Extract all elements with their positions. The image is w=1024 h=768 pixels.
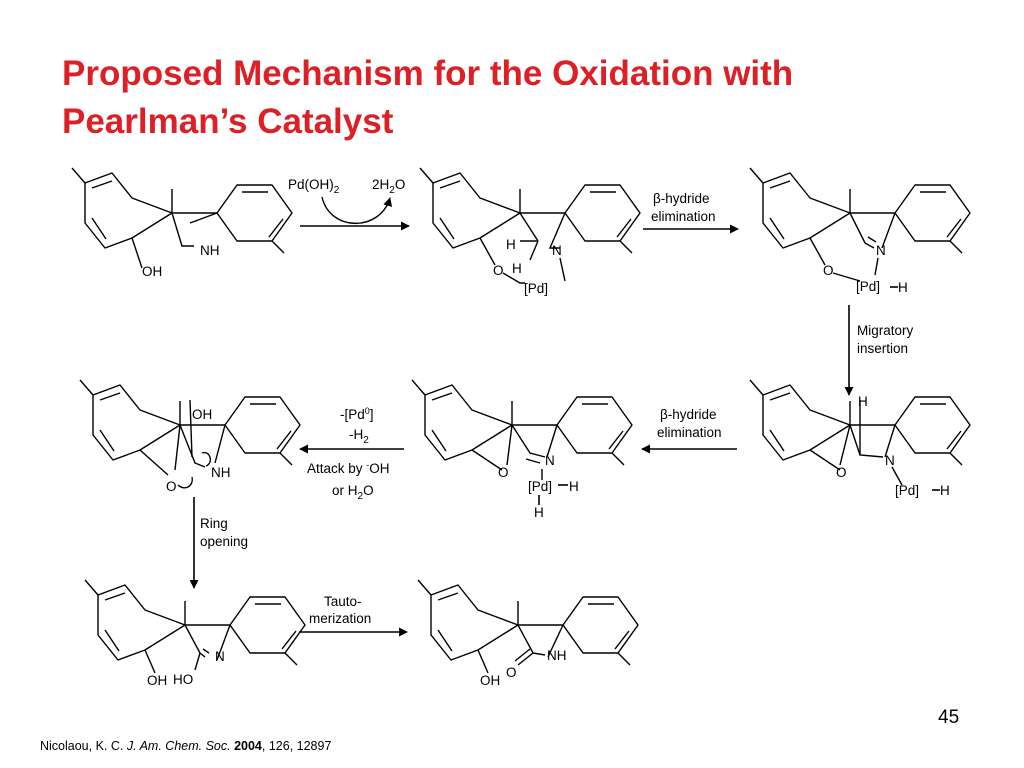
structure-7: N HO OH bbox=[84, 579, 306, 688]
atom-h-5b: H bbox=[534, 505, 544, 520]
atom-o-3: O bbox=[823, 263, 834, 278]
atom-pd-2: [Pd] bbox=[524, 281, 548, 296]
citation-volume-pages: , 126, 12897 bbox=[261, 739, 332, 753]
atom-o-2: O bbox=[493, 263, 504, 278]
arrow-step-7: Tauto- merization bbox=[299, 594, 408, 637]
atom-h-5a: H bbox=[569, 479, 579, 494]
atom-h-3: H bbox=[898, 280, 908, 295]
citation-journal: J. Am. Chem. Soc. bbox=[126, 739, 231, 753]
label-minus-h2: -H2 bbox=[349, 427, 369, 446]
label-elimination-1: elimination bbox=[651, 209, 716, 224]
arrow-step-2: β-hydride elimination bbox=[643, 191, 739, 234]
atom-pd-3: [Pd] bbox=[856, 279, 880, 294]
label-pdoh2: Pd(OH)2 bbox=[288, 177, 340, 196]
label-elimination-2: elimination bbox=[657, 425, 722, 440]
atom-nh-6: NH bbox=[211, 465, 231, 480]
structure-1: NH OH bbox=[71, 167, 293, 279]
atom-oh-7: OH bbox=[147, 673, 167, 688]
label-2h2o: 2H2O bbox=[372, 177, 405, 196]
atom-n-5: N bbox=[545, 453, 555, 468]
atom-o-6: O bbox=[166, 479, 177, 494]
atom-oh-8: OH bbox=[480, 673, 500, 688]
slide-title: Proposed Mechanism for the Oxidation wit… bbox=[62, 50, 793, 146]
label-tauto: Tauto- bbox=[324, 594, 362, 609]
label-merization: merization bbox=[309, 611, 371, 626]
label-pd0: -[Pd0] bbox=[340, 406, 374, 422]
atom-h-4b: H bbox=[940, 483, 950, 498]
atom-n-7: N bbox=[215, 649, 225, 664]
atom-nh-8: NH bbox=[547, 648, 567, 663]
atom-n-4: N bbox=[885, 453, 895, 468]
atom-o-5: O bbox=[498, 465, 509, 480]
label-attack-by-oh: Attack by -OH bbox=[307, 460, 390, 476]
citation: Nicolaou, K. C. J. Am. Chem. Soc. 2004, … bbox=[40, 739, 331, 753]
atom-nh-1: NH bbox=[200, 243, 220, 258]
atom-h-2b: H bbox=[512, 261, 522, 276]
atom-oh-1: OH bbox=[142, 264, 162, 279]
structure-3: N O [Pd] H bbox=[749, 167, 971, 295]
atom-pd-4: [Pd] bbox=[895, 483, 919, 498]
label-or-h2o: or H2O bbox=[332, 483, 374, 502]
atom-o-4: O bbox=[836, 465, 847, 480]
citation-authors: Nicolaou, K. C. bbox=[40, 739, 124, 753]
label-beta-hydride-1: β-hydride bbox=[653, 191, 710, 206]
label-opening: opening bbox=[200, 534, 248, 549]
arrow-step-3: Migratory insertion bbox=[844, 305, 914, 396]
atom-ho-7: HO bbox=[173, 672, 193, 687]
arrow-step-4: β-hydride elimination bbox=[641, 407, 737, 454]
atom-o-8: O bbox=[506, 665, 517, 680]
atom-h-2a: H bbox=[506, 237, 516, 252]
slide-title-line-2: Pearlman’s Catalyst bbox=[62, 102, 394, 141]
label-migratory: Migratory bbox=[857, 323, 914, 338]
atom-pd-5: [Pd] bbox=[528, 479, 552, 494]
structure-2: N H H O [Pd] bbox=[419, 167, 641, 296]
atom-n-2: N bbox=[552, 243, 562, 258]
structure-4: H O N [Pd] H bbox=[749, 379, 971, 498]
atom-n-3: N bbox=[876, 243, 886, 258]
structure-5: O N [Pd] H H bbox=[411, 379, 633, 520]
label-beta-hydride-2: β-hydride bbox=[660, 407, 717, 422]
structure-8: NH O OH bbox=[417, 579, 639, 688]
slide-title-line-1: Proposed Mechanism for the Oxidation wit… bbox=[62, 54, 794, 93]
arrow-step-1: Pd(OH)2 2H2O bbox=[288, 177, 410, 231]
arrow-step-5: -[Pd0] -H2 Attack by -OH or H2O bbox=[299, 406, 404, 502]
structure-6: OH NH O bbox=[79, 379, 301, 494]
citation-year: 2004 bbox=[234, 739, 262, 753]
atom-h-4: H bbox=[858, 394, 868, 409]
label-insertion: insertion bbox=[857, 341, 908, 356]
label-ring: Ring bbox=[200, 516, 228, 531]
page-number: 45 bbox=[938, 707, 960, 728]
arrow-step-6: Ring opening bbox=[189, 497, 248, 589]
atom-oh-6: OH bbox=[192, 407, 212, 422]
